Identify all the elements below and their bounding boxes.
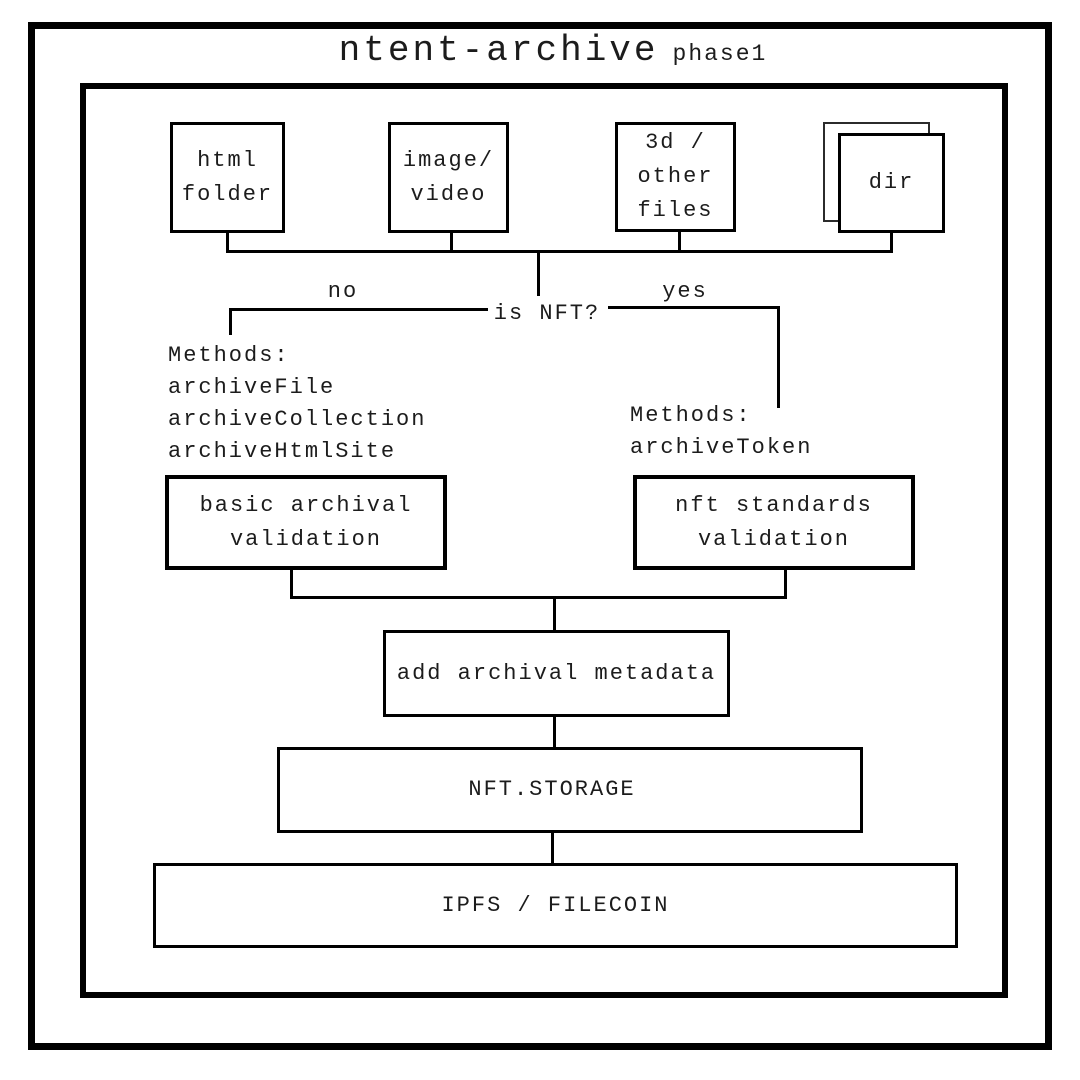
decision-question-label: is NFT?: [493, 301, 601, 326]
node-ipfs-filecoin-label: IPFS / FILECOIN: [441, 892, 670, 918]
title-main-text: ntent-archive: [338, 30, 659, 71]
connector-merge-right: [784, 570, 787, 599]
connector-metadata-drop: [553, 596, 556, 630]
decision-yes-label: yes: [662, 279, 708, 304]
method-archive-file: archiveFile: [168, 375, 336, 400]
connector-branch-no-vertical: [229, 308, 232, 335]
node-dir-label: dir: [868, 170, 915, 195]
node-nft-validation: nft standards validation: [633, 475, 915, 570]
connector-merge-bus: [290, 596, 787, 599]
node-image-video: image/ video: [388, 122, 509, 233]
connector-other-stub: [678, 232, 681, 253]
node-3d-other-files: 3d / other files: [615, 122, 736, 232]
method-archive-html-site: archiveHtmlSite: [168, 439, 397, 464]
node-nft-storage-label: NFT.STORAGE: [468, 777, 636, 802]
node-nft-validation-label: nft standards validation: [675, 492, 873, 552]
connector-storage-drop: [553, 717, 556, 747]
node-image-video-label: image/ video: [402, 147, 495, 207]
connector-network-drop: [551, 833, 554, 863]
connector-dir-stub: [890, 233, 893, 253]
node-basic-validation: basic archival validation: [165, 475, 447, 570]
connector-image-stub: [450, 233, 453, 253]
connector-branch-yes-horizontal: [608, 306, 780, 309]
inner-frame: [80, 83, 1008, 998]
method-archive-collection: archiveCollection: [168, 407, 427, 432]
methods-no-heading: Methods:: [168, 343, 290, 368]
node-add-metadata-label: add archival metadata: [396, 660, 717, 686]
methods-list-no: Methods: archiveFile archiveCollection a…: [168, 340, 426, 468]
connector-branch-no-horizontal: [229, 308, 488, 311]
connector-sources-bus: [226, 250, 893, 253]
methods-yes-heading: Methods:: [630, 403, 752, 428]
connector-branch-yes-vertical: [777, 306, 780, 408]
node-dir: dir: [838, 133, 945, 233]
connector-decision-drop: [537, 250, 540, 296]
node-add-metadata: add archival metadata: [383, 630, 730, 717]
connector-merge-left: [290, 570, 293, 599]
outer-frame: [28, 22, 1052, 1050]
decision-no-label: no: [327, 279, 359, 304]
node-html-folder: html folder: [170, 122, 285, 233]
connector-html-stub: [226, 233, 229, 253]
node-nft-storage: NFT.STORAGE: [277, 747, 863, 833]
methods-list-yes: Methods: archiveToken: [630, 400, 812, 464]
node-ipfs-filecoin: IPFS / FILECOIN: [153, 863, 958, 948]
node-basic-validation-label: basic archival validation: [199, 492, 413, 552]
method-archive-token: archiveToken: [630, 435, 813, 460]
node-3d-other-files-label: 3d / other files: [637, 130, 714, 223]
page-title: ntent-archive phase1: [339, 30, 768, 71]
title-phase-text: phase1: [672, 41, 768, 67]
node-html-folder-label: html folder: [181, 147, 274, 207]
